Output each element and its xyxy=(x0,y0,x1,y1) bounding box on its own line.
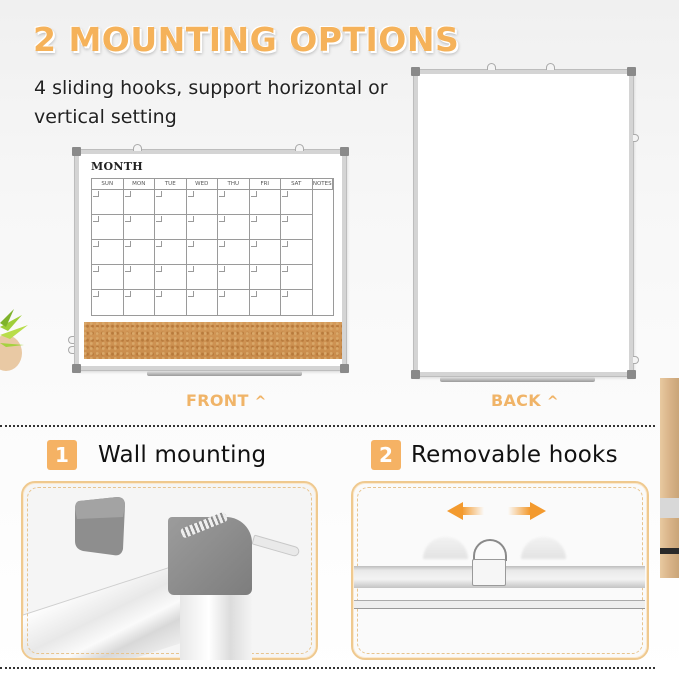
front-caption: FRONT ^ xyxy=(186,391,267,410)
calendar-cell xyxy=(218,290,250,315)
section-title: Removable hooks xyxy=(411,442,618,468)
calendar-cell xyxy=(123,265,155,290)
back-caption: BACK ^ xyxy=(491,391,559,410)
marker-tray xyxy=(147,371,302,376)
calendar-cell xyxy=(92,190,124,215)
calendar-cell xyxy=(281,215,313,240)
section-number-badge: 2 xyxy=(371,440,401,470)
divider-top xyxy=(0,425,655,427)
front-board-calendar: MONTH SUN MON TUE WED THU FRI SAT NOTES xyxy=(68,144,349,376)
hook-ghost-right xyxy=(521,537,566,559)
section-wall-mounting-header: 1 Wall mounting xyxy=(47,440,266,470)
calendar-cell xyxy=(123,240,155,265)
calendar-cell xyxy=(249,240,281,265)
calendar-cell xyxy=(155,290,187,315)
frame-corner xyxy=(72,147,81,156)
cork-strip xyxy=(84,322,342,359)
calendar-cell xyxy=(281,290,313,315)
sliding-hook xyxy=(68,346,74,354)
calendar-cell xyxy=(155,215,187,240)
calendar-cell xyxy=(249,190,281,215)
page-title: 2 MOUNTING OPTIONS xyxy=(33,20,460,59)
arrow-left-icon xyxy=(447,502,463,520)
calendar-day-header: SUN xyxy=(92,179,124,190)
back-board-frame xyxy=(413,69,634,377)
frame-leg xyxy=(180,595,252,660)
sliding-hook xyxy=(487,63,496,70)
calendar-cell xyxy=(186,215,218,240)
calendar-cell xyxy=(218,215,250,240)
calendar-cell xyxy=(249,265,281,290)
plant-decoration xyxy=(0,309,28,371)
calendar-cell xyxy=(218,240,250,265)
calendar-day-header: THU xyxy=(218,179,250,190)
sliding-hook xyxy=(546,63,555,70)
frame-corner xyxy=(627,370,636,379)
calendar-cell xyxy=(92,240,124,265)
calendar-cell xyxy=(218,190,250,215)
calendar-cell xyxy=(218,265,250,290)
calendar-cell xyxy=(249,215,281,240)
calendar-cell xyxy=(92,265,124,290)
frame-corner xyxy=(340,364,349,373)
divider-bottom xyxy=(0,667,655,669)
hook-clip xyxy=(472,559,506,586)
calendar-cell xyxy=(250,290,281,315)
frame-corner xyxy=(340,147,349,156)
calendar-cell xyxy=(92,215,124,240)
calendar-cell xyxy=(123,215,155,240)
arrow-right-shaft xyxy=(508,507,530,515)
calendar-cell xyxy=(155,190,187,215)
wood-furniture-decoration xyxy=(660,378,679,578)
calendar-day-header: MON xyxy=(123,179,155,190)
page-subtitle: 4 sliding hooks, support horizontal or v… xyxy=(34,77,388,128)
calendar-day-header: WED xyxy=(186,179,218,190)
sliding-hook xyxy=(68,336,74,344)
calendar-cell xyxy=(155,240,187,265)
calendar-cell xyxy=(124,290,155,315)
calendar-cell xyxy=(92,290,124,315)
chevron-up-icon: ^ xyxy=(254,394,267,410)
shelf-stripe xyxy=(660,548,679,554)
back-caption-text: BACK xyxy=(491,391,541,410)
back-board-whiteboard xyxy=(411,63,639,382)
calendar-cell xyxy=(155,265,187,290)
section-title: Wall mounting xyxy=(98,442,267,468)
section-number-badge: 1 xyxy=(47,440,77,470)
sliding-hook xyxy=(133,144,142,151)
chevron-up-icon: ^ xyxy=(546,394,559,410)
frame-rail-lower xyxy=(354,600,645,609)
arrow-right-icon xyxy=(530,502,546,520)
calendar-grid: SUN MON TUE WED THU FRI SAT NOTES xyxy=(91,178,334,316)
front-caption-text: FRONT xyxy=(186,391,249,410)
shelf-stripe xyxy=(660,498,679,518)
calendar-day-header: FRI xyxy=(249,179,281,190)
section-removable-hooks-header: 2 Removable hooks xyxy=(371,440,618,470)
arrow-left-shaft xyxy=(462,507,484,515)
calendar-day-header: SAT xyxy=(281,179,313,190)
marker-tray xyxy=(440,377,595,382)
frame-corner xyxy=(72,364,81,373)
calendar-cell xyxy=(186,240,218,265)
calendar-cell xyxy=(281,190,313,215)
frame-corner xyxy=(627,67,636,76)
wall-plate-icon xyxy=(75,497,125,556)
calendar-cell xyxy=(281,240,313,265)
hook-ghost-left xyxy=(423,537,468,559)
calendar-cell xyxy=(186,190,218,215)
frame-corner xyxy=(411,370,420,379)
calendar-cell xyxy=(281,265,313,290)
calendar-notes-header: NOTES xyxy=(312,179,333,190)
calendar-cell xyxy=(187,290,218,315)
frame-corner xyxy=(411,67,420,76)
sliding-hook-icon xyxy=(473,539,507,561)
sliding-hook xyxy=(295,144,304,151)
calendar-cell xyxy=(123,190,155,215)
calendar-cell xyxy=(186,265,218,290)
month-label: MONTH xyxy=(91,160,143,173)
calendar-day-header: TUE xyxy=(155,179,187,190)
